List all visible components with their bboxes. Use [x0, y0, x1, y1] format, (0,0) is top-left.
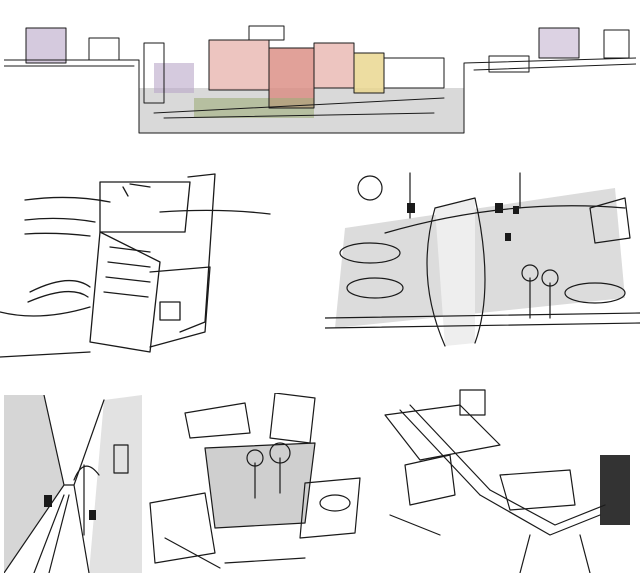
- section-sketch: [4, 18, 636, 136]
- stair-path-axonometric-sketch: [380, 385, 640, 573]
- courtyard-axonometric-sketch: [145, 393, 370, 573]
- alley-perspective-sketch: [4, 395, 142, 573]
- block-axonometric-sketch: [0, 172, 280, 362]
- landscape-park-sketch: [325, 168, 640, 350]
